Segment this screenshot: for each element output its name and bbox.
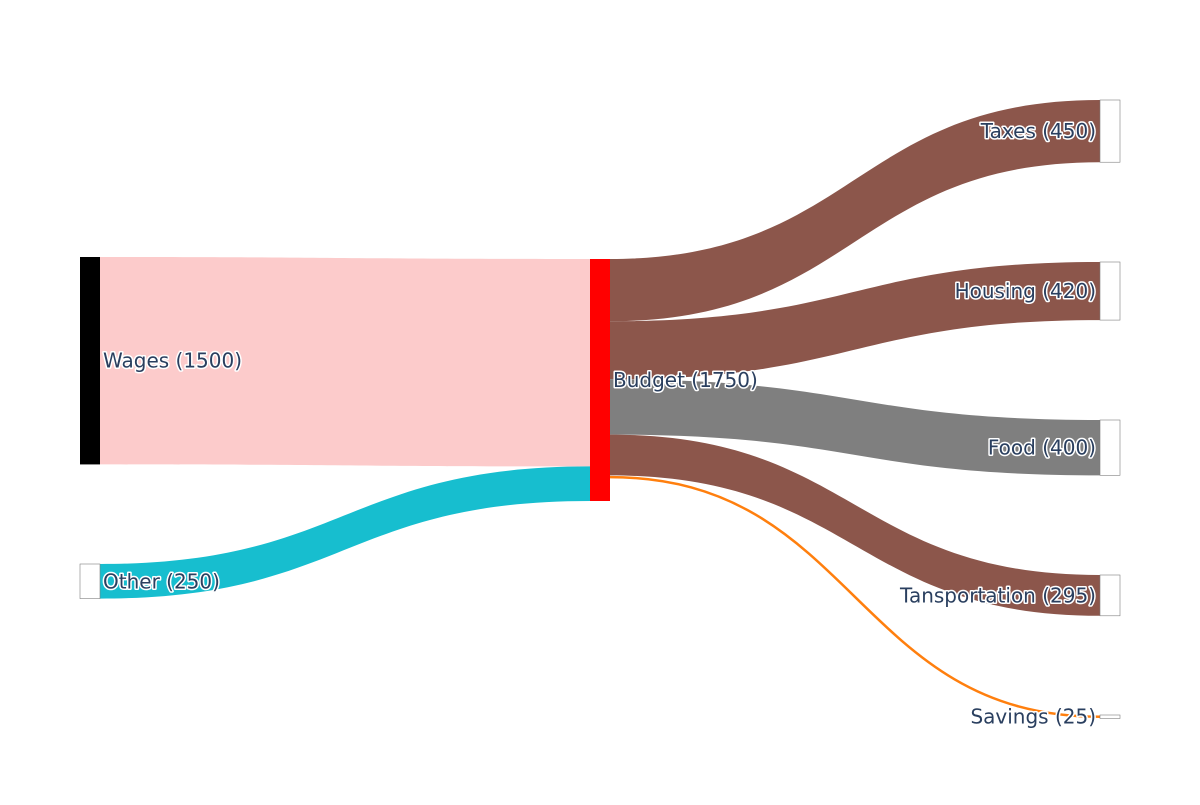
node-taxes[interactable] [1099, 99, 1121, 163]
node-savings[interactable] [1099, 714, 1121, 719]
labels-layer: Wages (1500) Other (250) Budget (1750) Taxe… [102, 118, 1098, 731]
node-label-other: Other (250) [103, 569, 220, 593]
node-label-savings: Savings (25) [970, 705, 1096, 729]
link-budget-to-food[interactable] [610, 379, 1100, 476]
link-budget-to-transportation[interactable] [610, 434, 1100, 616]
node-label-transportation: Tansportation (295) [899, 583, 1096, 607]
node-transportation[interactable] [1099, 574, 1121, 617]
node-other[interactable] [79, 563, 101, 599]
node-label-budget: Budget (1750) [613, 368, 758, 392]
link-budget-to-taxes[interactable] [610, 100, 1100, 322]
node-budget[interactable] [590, 259, 610, 501]
node-wages[interactable] [80, 257, 100, 465]
links-layer [100, 100, 1101, 718]
node-label-food: Food (400) [988, 436, 1096, 460]
link-budget-to-housing[interactable] [610, 262, 1100, 380]
node-housing[interactable] [1099, 261, 1121, 321]
node-food[interactable] [1099, 419, 1121, 476]
node-label-wages: Wages (1500) [103, 349, 242, 373]
link-wages-to-budget[interactable] [100, 257, 590, 467]
node-label-taxes: Taxes (450) [980, 119, 1096, 143]
node-label-housing: Housing (420) [955, 279, 1096, 303]
link-budget-to-savings[interactable] [609, 475, 1101, 718]
nodes-layer [79, 99, 1121, 719]
link-other-to-budget[interactable] [100, 466, 590, 599]
